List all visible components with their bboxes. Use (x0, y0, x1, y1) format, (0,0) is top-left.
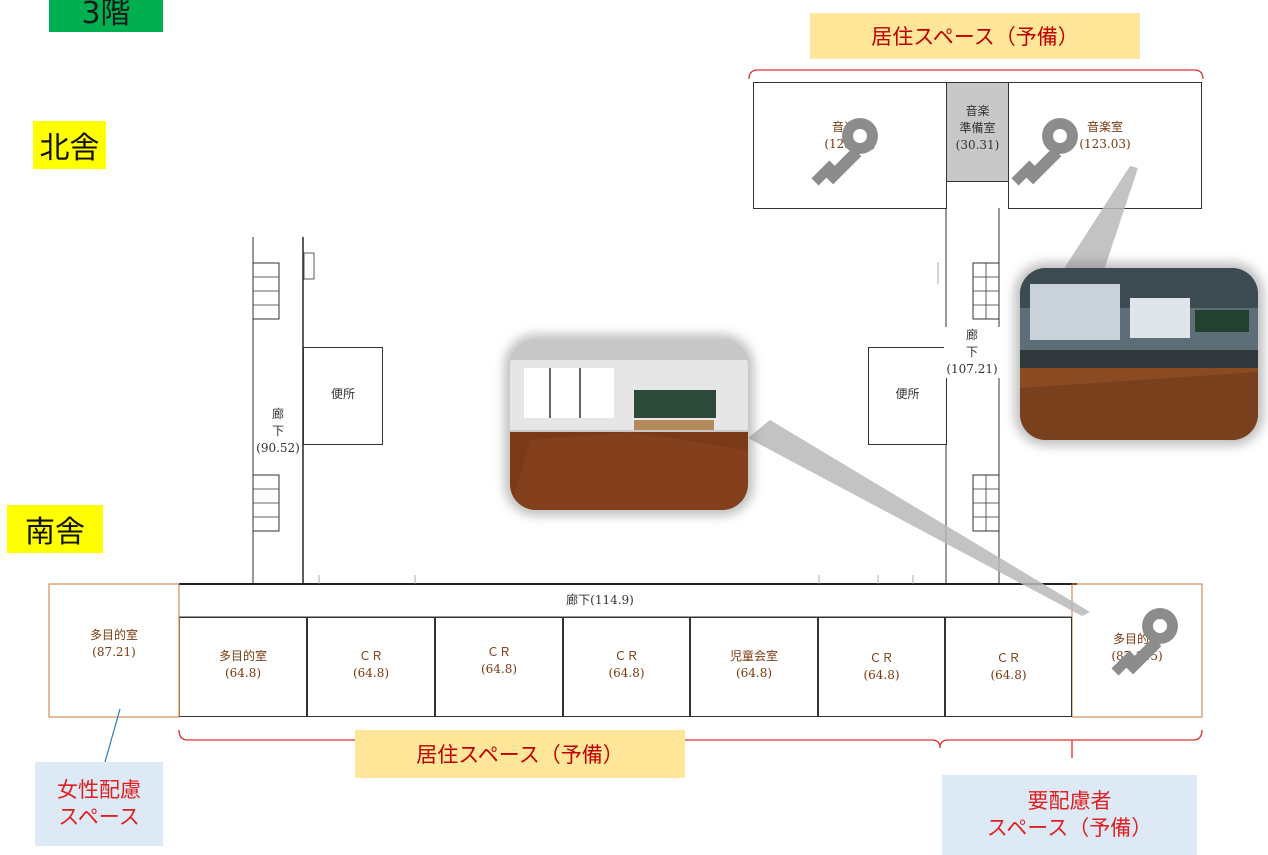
music-room-photo (1020, 268, 1258, 440)
residence-bracket (178, 729, 1203, 749)
south-room-4: ＣＲ (64.8) (563, 617, 690, 717)
classroom-photo-image (510, 340, 748, 510)
room-area: (64.8) (990, 668, 1027, 682)
floor-label: 3階 (49, 0, 163, 32)
south-residence-label: 居住スペース（予備） (355, 730, 685, 778)
women-line-2: スペース (58, 805, 140, 829)
women-line-1: 女性配慮 (57, 778, 141, 802)
room-name: 音楽室 (1086, 120, 1123, 134)
room-area: (64.8) (352, 666, 390, 680)
room-area: (64.8) (863, 668, 900, 682)
south-room-0: 多目的室 (87.21) (49, 617, 179, 717)
floor-label-text: 3階 (81, 0, 131, 31)
south-room-7: ＣＲ (64.8) (945, 617, 1072, 717)
room-name: 児童会室 (729, 649, 778, 663)
south-corridor-label: 廊下(114.9) (566, 593, 634, 607)
room-name: ＣＲ (486, 645, 511, 659)
south-room-3: ＣＲ (64.8) (435, 617, 563, 717)
west-toilet: 便所 (303, 347, 383, 445)
east-corridor-label: 廊 下 (107.21) (944, 327, 1000, 378)
key-icon (1111, 608, 1178, 676)
room-area: (64.8) (608, 666, 645, 680)
north-room-music-prep: 音楽 準備室 (30.31) (946, 82, 1009, 182)
callout-south (748, 420, 1090, 616)
room-area: (123.03) (1079, 137, 1131, 151)
south-room-6: ＣＲ (64.8) (818, 617, 945, 717)
wing-label-north: 北舎 (33, 121, 106, 169)
women-space-pointer (104, 708, 121, 763)
room-name: ＣＲ (358, 649, 383, 663)
north-residence-label-text: 居住スペース（予備） (871, 25, 1079, 49)
room-area: (64.8) (480, 662, 518, 676)
room-area: (64.8) (735, 666, 773, 680)
corridor-line-1: 廊 (965, 328, 978, 342)
room-area: (30.31) (955, 138, 1000, 152)
care-space-label: 要配慮者 スペース（予備） (942, 775, 1197, 855)
wing-label-north-text: 北舎 (39, 131, 100, 166)
south-room-1: 多目的室 (64.8) (179, 617, 307, 717)
wing-label-south: 南舎 (7, 505, 103, 553)
key-icon (811, 118, 878, 186)
room-name-line-2: 準備室 (959, 121, 996, 135)
room-name: 多目的室 (89, 628, 138, 642)
corridor-area: (107.21) (946, 362, 998, 376)
music-room-photo-image (1020, 268, 1258, 440)
classroom-photo (510, 340, 748, 510)
women-space-label: 女性配慮 スペース (35, 762, 163, 846)
room-area: (64.8) (224, 666, 262, 680)
wing-label-south-text: 南舎 (25, 515, 85, 550)
north-room-music-east: 音楽室 (123.03) (1008, 82, 1202, 209)
toilet-label: 便所 (330, 387, 355, 401)
corridor-line-2: 下 (965, 345, 978, 359)
south-room-2: ＣＲ (64.8) (307, 617, 435, 717)
corridor-area: (90.52) (256, 441, 300, 455)
south-room-5: 児童会室 (64.8) (690, 617, 818, 717)
east-toilet: 便所 (868, 347, 947, 445)
care-line-1: 要配慮者 (1027, 789, 1112, 813)
north-bracket (748, 69, 1204, 80)
west-corridor-label: 廊 下 (90.52) (252, 406, 304, 457)
toilet-label: 便所 (895, 387, 920, 401)
callout-north (1058, 166, 1138, 288)
room-name: ＣＲ (869, 651, 894, 665)
room-name: ＣＲ (614, 649, 639, 663)
care-line-2: スペース（予備） (986, 816, 1153, 840)
south-residence-label-text: 居住スペース（予備） (416, 743, 624, 767)
corridor-line-1: 廊 (271, 407, 284, 421)
room-area: (87.21) (92, 645, 136, 659)
north-residence-label: 居住スペース（予備） (810, 13, 1140, 59)
room-name-line-1: 音楽 (965, 104, 990, 118)
corridor-line-2: 下 (271, 424, 284, 438)
key-icon (1011, 118, 1078, 186)
room-name: ＣＲ (996, 651, 1021, 665)
room-name: 多目的室 (218, 649, 267, 663)
